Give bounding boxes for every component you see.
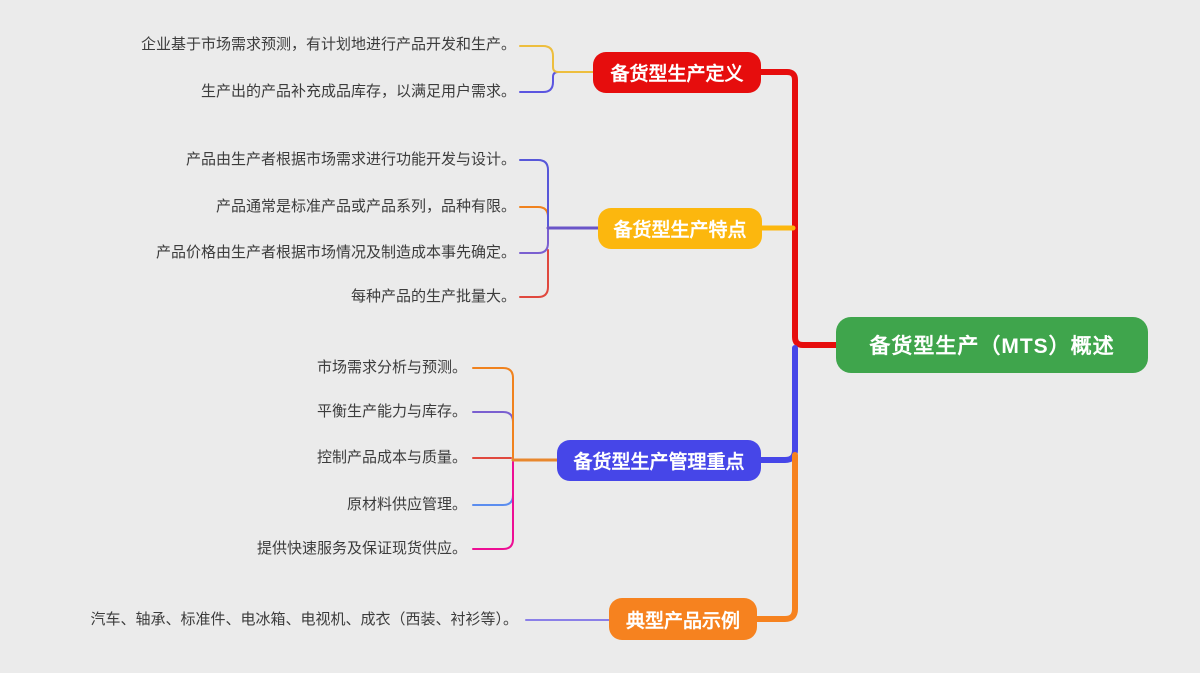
leaf-connector	[519, 227, 549, 254]
leaf-text[interactable]: 汽车、轴承、标准件、电冰箱、电视机、成衣（西装、衬衫等）。	[90, 611, 518, 628]
root-node[interactable]: 备货型生产（MTS）概述	[836, 317, 1148, 373]
leaf-text[interactable]: 生产出的产品补充成品库存，以满足用户需求。	[200, 83, 516, 100]
leaf-text[interactable]: 提供快速服务及保证现货供应。	[256, 540, 467, 557]
leaf-text[interactable]: 产品价格由生产者根据市场情况及制造成本事先确定。	[155, 244, 516, 261]
leaf-connector	[519, 206, 549, 229]
branch-node-label: 备货型生产管理重点	[573, 452, 745, 473]
leaf-text[interactable]: 原材料供应管理。	[346, 496, 467, 513]
branch-node-examples[interactable]: 典型产品示例	[609, 598, 757, 640]
trunk-management-connector	[758, 345, 798, 463]
trunk-definition-connector	[758, 69, 839, 348]
leaf-text[interactable]: 控制产品成本与质量。	[316, 449, 467, 466]
branch-node-features[interactable]: 备货型生产特点	[598, 208, 762, 249]
branch-node-definition[interactable]: 备货型生产定义	[593, 52, 761, 93]
leaf-connector	[519, 45, 594, 73]
leaf-connector	[519, 159, 549, 227]
leaf-text[interactable]: 企业基于市场需求预测，有计划地进行产品开发和生产。	[140, 36, 516, 53]
leaf-connector	[519, 249, 549, 298]
branch-node-label: 备货型生产定义	[610, 64, 744, 85]
branch-node-management[interactable]: 备货型生产管理重点	[557, 440, 761, 481]
leaf-text[interactable]: 市场需求分析与预测。	[316, 359, 467, 376]
leaf-text[interactable]: 每种产品的生产批量大。	[350, 288, 516, 305]
branch-node-label: 备货型生产特点	[613, 220, 747, 241]
leaf-connector	[472, 367, 514, 459]
leaf-text[interactable]: 产品由生产者根据市场需求进行功能开发与设计。	[185, 151, 516, 168]
leaf-connector	[519, 71, 559, 93]
trunk-examples-connector	[754, 452, 798, 622]
branch-node-label: 典型产品示例	[625, 610, 740, 632]
leaf-text[interactable]: 产品通常是标准产品或产品系列，品种有限。	[215, 198, 516, 215]
leaf-connector	[472, 461, 514, 550]
leaf-text[interactable]: 平衡生产能力与库存。	[316, 403, 467, 420]
root-node-label: 备货型生产（MTS）概述	[869, 335, 1115, 358]
leaf-connector	[472, 411, 514, 459]
leaf-connector	[472, 461, 514, 506]
